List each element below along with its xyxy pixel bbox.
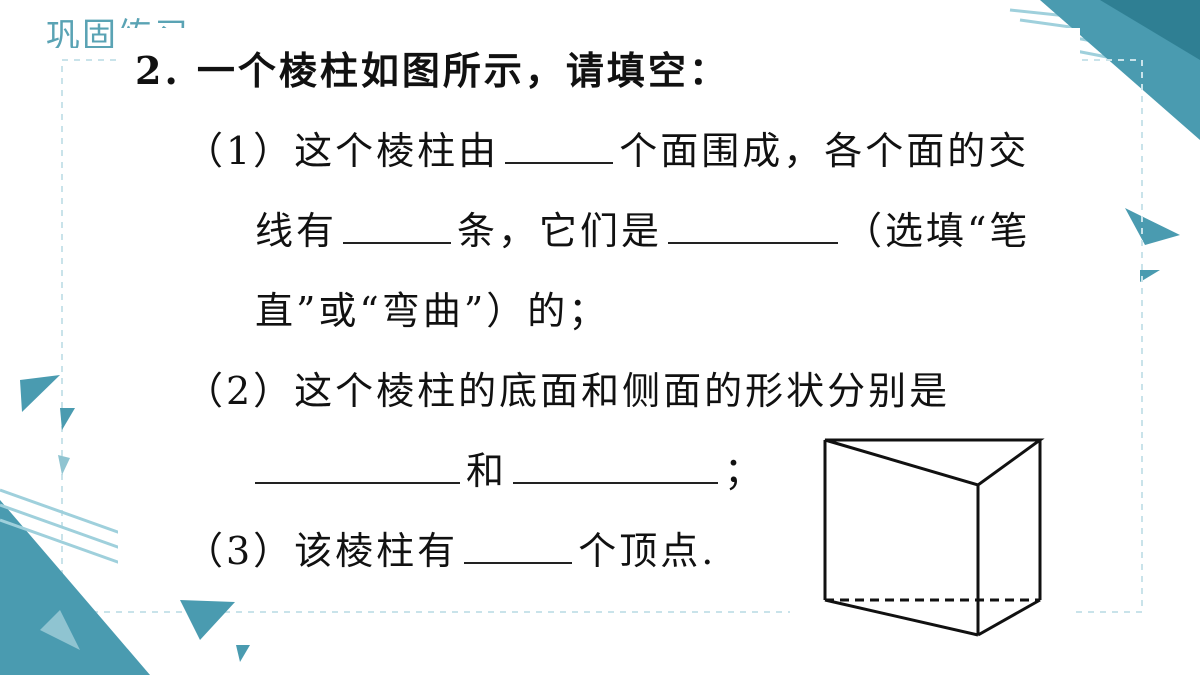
part-1-line-3: 直”或“弯曲”）的； [255,289,610,333]
triangular-prism-icon [823,438,1045,637]
triangle-right [1125,208,1180,245]
triangle-left [20,375,60,412]
answer-blank-edge-count[interactable] [343,212,452,244]
answer-blank-side-shape[interactable] [513,452,719,484]
part-2-line-1: （2）这个棱柱的底面和侧面的形状分别是 [185,369,951,413]
part-3-line: （3）该棱柱有个顶点. [185,529,717,573]
answer-blank-base-shape[interactable] [255,452,460,484]
question-stem: 2. 一个棱柱如图所示，请填空： [135,48,730,93]
triangular-prism-figure [790,430,1070,645]
answer-blank-face-count[interactable] [505,132,614,164]
answer-blank-straight-curved[interactable] [668,212,839,244]
part-1-line-2: 线有条，它们是（选填“笔 [255,209,1031,253]
part-1-line-1: （1）这个棱柱由个面围成，各个面的交 [185,129,1030,173]
triangle-bottom-left [0,500,150,675]
part-2-line-2: 和； [255,440,765,495]
answer-blank-vertex-count[interactable] [464,532,573,564]
